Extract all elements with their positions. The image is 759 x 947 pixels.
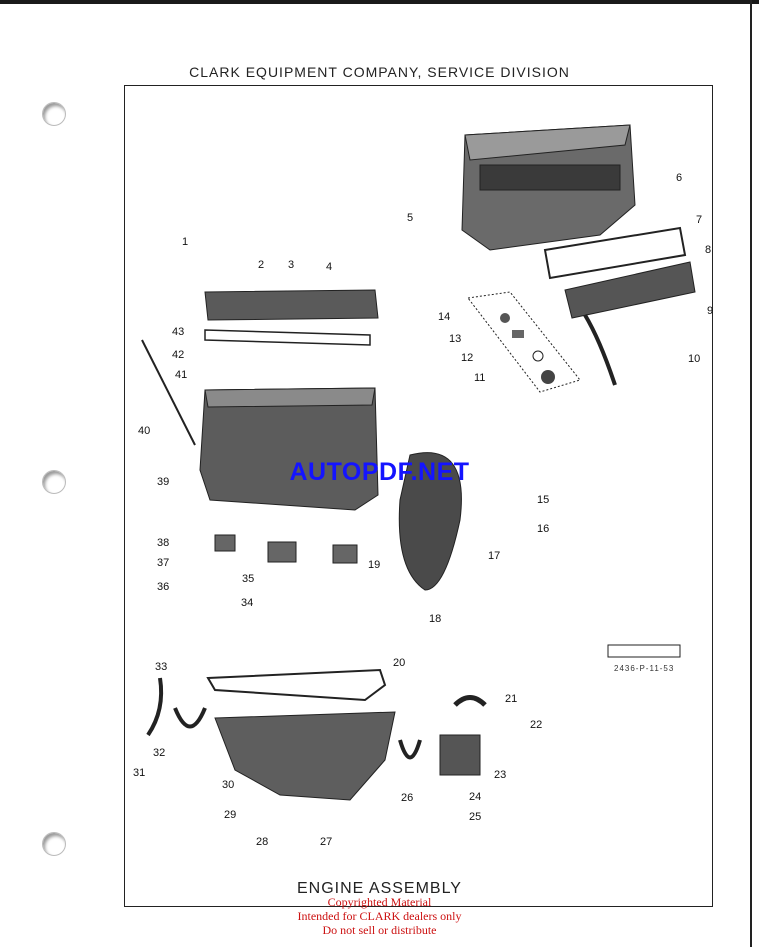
- seal-lower-left: [173, 707, 207, 729]
- callout-20: 20: [393, 657, 406, 669]
- drawing-frame: [124, 85, 713, 907]
- bearing-cap-19: [332, 544, 358, 564]
- callout-31: 31: [133, 767, 146, 779]
- dashed-group-outline: [467, 291, 581, 393]
- callout-8: 8: [705, 244, 712, 256]
- callout-42: 42: [172, 349, 185, 361]
- watermark: AUTOPDF.NET: [289, 458, 470, 486]
- callout-36: 36: [157, 581, 170, 593]
- bearing-cap-38: [214, 534, 236, 552]
- callout-35: 35: [242, 573, 255, 585]
- callout-41: 41: [175, 369, 188, 381]
- drawing-number: 2436-P-11-53: [614, 664, 675, 673]
- callout-33: 33: [155, 661, 168, 673]
- bearing-cap-23: [439, 734, 481, 776]
- head-gasket-illustration: [204, 329, 371, 346]
- callout-39: 39: [157, 476, 170, 488]
- callout-15: 15: [537, 494, 550, 506]
- callout-9: 9: [707, 305, 714, 317]
- callout-14: 14: [438, 311, 451, 323]
- flywheel-housing-illustration: [398, 452, 462, 591]
- copyright-line-2: Intended for CLARK dealers only: [297, 909, 462, 923]
- page-title: ENGINE ASSEMBLY: [297, 880, 462, 897]
- bearing-cap-35: [267, 541, 297, 563]
- callout-37: 37: [157, 557, 170, 569]
- binder-hole-middle: [42, 470, 66, 494]
- callout-18: 18: [429, 613, 442, 625]
- callout-5: 5: [407, 212, 414, 224]
- part-12-illustration: [532, 350, 544, 362]
- seal-26-illustration: [398, 739, 422, 760]
- callout-32: 32: [153, 747, 166, 759]
- callout-38: 38: [157, 537, 170, 549]
- callout-28: 28: [256, 836, 269, 848]
- callout-23: 23: [494, 769, 507, 781]
- callout-10: 10: [688, 353, 701, 365]
- callout-6: 6: [676, 172, 683, 184]
- callout-17: 17: [488, 550, 501, 562]
- callout-3: 3: [288, 259, 295, 271]
- callout-11: 11: [474, 372, 486, 384]
- seal-33-illustration: [146, 677, 164, 737]
- right-edge: [750, 0, 752, 947]
- part-11-illustration: [541, 370, 555, 384]
- dipstick-illustration: [141, 339, 196, 446]
- copyright-line-3: Do not sell or distribute: [322, 923, 437, 937]
- callout-7: 7: [696, 214, 703, 226]
- callout-1: 1: [182, 236, 189, 248]
- gasket-7-illustration: [543, 226, 687, 280]
- callout-16: 16: [537, 523, 550, 535]
- engine-block-upper-illustration: [461, 124, 636, 251]
- part-14-illustration: [500, 313, 510, 323]
- callout-30: 30: [222, 779, 235, 791]
- callout-26: 26: [401, 792, 414, 804]
- callout-40: 40: [138, 425, 151, 437]
- binder-hole-top: [42, 102, 66, 126]
- callout-27: 27: [320, 836, 333, 848]
- callout-21: 21: [505, 693, 518, 705]
- callout-4: 4: [326, 261, 333, 273]
- callout-19: 19: [368, 559, 381, 571]
- oil-pan-illustration: [214, 711, 396, 801]
- callout-22: 22: [530, 719, 543, 731]
- top-edge: [0, 0, 759, 4]
- callout-2: 2: [258, 259, 265, 271]
- engine-block-illustration: [199, 387, 379, 511]
- callout-43: 43: [172, 326, 185, 338]
- part-13-illustration: [512, 330, 524, 338]
- cylinder-head-illustration: [204, 289, 379, 321]
- callout-12: 12: [461, 352, 474, 364]
- callout-13: 13: [449, 333, 462, 345]
- copyright-line-1: Copyrighted Material: [327, 895, 432, 909]
- callout-24: 24: [469, 791, 482, 803]
- scale-bar: [607, 644, 681, 658]
- page-header: CLARK EQUIPMENT COMPANY, SERVICE DIVISIO…: [189, 64, 570, 80]
- callout-25: 25: [469, 811, 482, 823]
- side-cover-illustration: [564, 261, 696, 386]
- callout-29: 29: [224, 809, 237, 821]
- binder-hole-bottom: [42, 832, 66, 856]
- pan-gasket-illustration: [206, 668, 387, 702]
- callout-34: 34: [241, 597, 254, 609]
- bearing-21: [453, 695, 487, 707]
